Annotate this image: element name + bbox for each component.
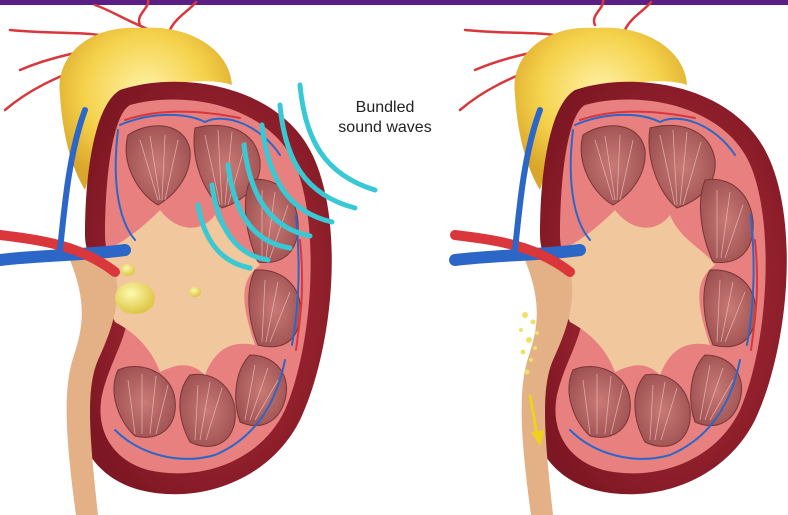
caption-line-2: sound waves <box>326 118 444 138</box>
caption: Bundled sound waves <box>326 98 444 138</box>
kidney-before <box>0 0 375 515</box>
caption-line-1: Bundled <box>326 98 444 118</box>
kidney-after <box>455 0 787 515</box>
